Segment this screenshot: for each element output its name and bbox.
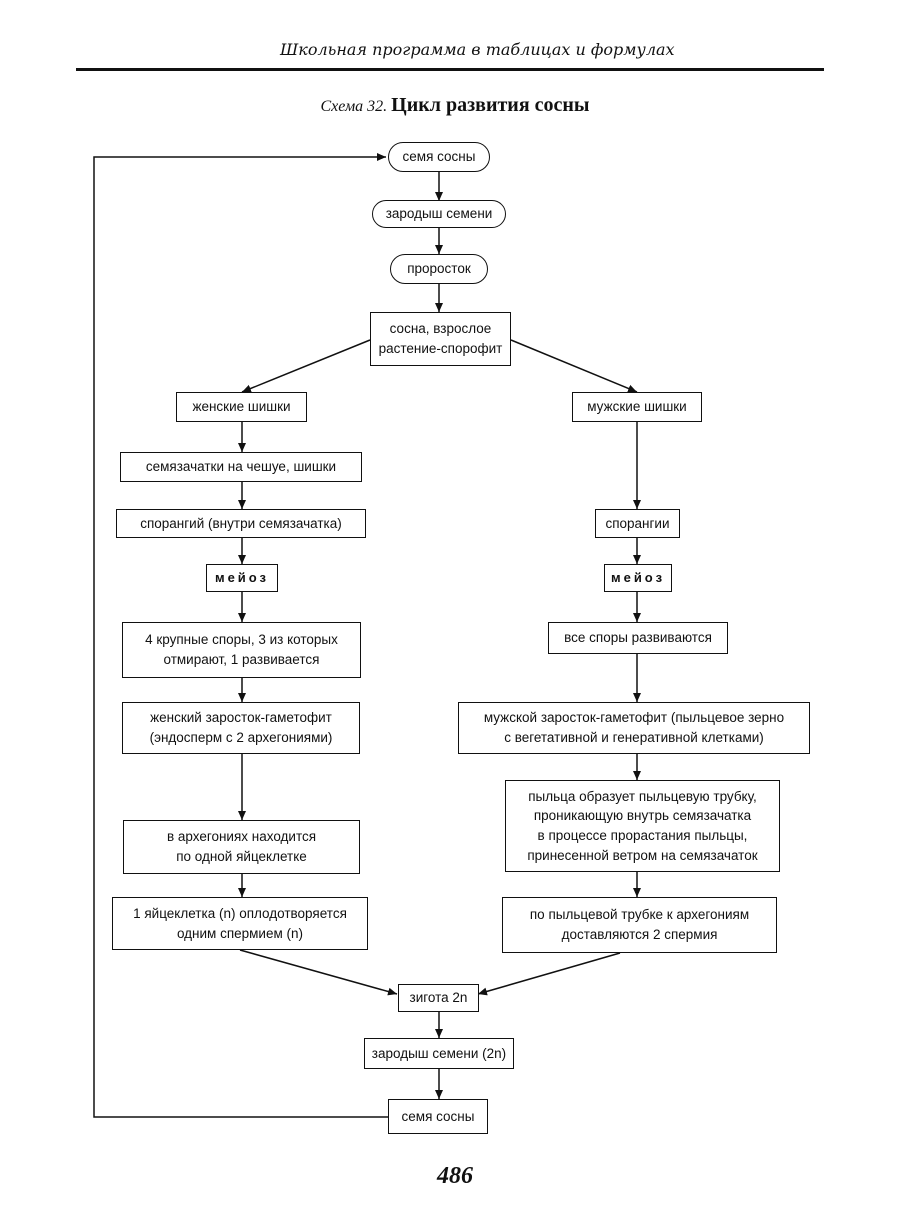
node-spores-female: 4 крупные споры, 3 из которых отмирают, … xyxy=(122,622,361,678)
scheme-heading: Схема 32. Цикл развития сосны xyxy=(0,94,910,117)
arrow-fertilization-zygote xyxy=(239,949,398,996)
node-pollen-tube: пыльца образует пыльцевую трубку, проник… xyxy=(505,780,780,872)
node-male-cones: мужские шишки xyxy=(572,392,702,422)
node-archegonia: в архегониях находится по одной яйцеклет… xyxy=(123,820,360,874)
arrow-sporophyte-female xyxy=(241,339,371,393)
running-title: Школьная программа в таблицах и формулах xyxy=(280,40,675,59)
node-gametophyte-male: мужской заросток-гаметофит (пыльцевое зе… xyxy=(458,702,810,754)
node-zygote: зигота 2n xyxy=(398,984,479,1012)
node-embryo-bottom: зародыш семени (2n) xyxy=(364,1038,514,1069)
node-gametophyte-female: женский заросток-гаметофит (эндосперм с … xyxy=(122,702,360,754)
node-sporophyte: сосна, взрослое растение-спорофит xyxy=(370,312,511,366)
node-embryo-top: зародыш семени xyxy=(372,200,506,228)
node-meiosis-male: мейоз xyxy=(604,564,672,592)
arrow-sporophyte-male xyxy=(510,339,638,393)
node-ovules: семязачатки на чешуе, шишки xyxy=(120,452,362,482)
node-meiosis-female: мейоз xyxy=(206,564,278,592)
node-sperm-delivery: по пыльцевой трубке к архегониям доставл… xyxy=(502,897,777,953)
arrow-cycle-loop xyxy=(93,153,388,1118)
node-seed-top: семя сосны xyxy=(388,142,490,172)
node-sprout: проросток xyxy=(390,254,488,284)
header-rule xyxy=(76,68,824,71)
page-number: 486 xyxy=(437,1163,473,1189)
node-female-cones: женские шишки xyxy=(176,392,307,422)
node-sporangia-male: спорангии xyxy=(595,509,680,538)
arrow-delivery-zygote xyxy=(477,952,621,996)
scheme-label: Схема 32. xyxy=(320,98,388,115)
node-sporangium-female: спорангий (внутри семязачатка) xyxy=(116,509,366,538)
node-spores-male: все споры развиваются xyxy=(548,622,728,654)
node-fertilization: 1 яйцеклетка (n) оплодотворяется одним с… xyxy=(112,897,368,950)
scheme-title: Цикл развития сосны xyxy=(391,94,590,116)
node-seed-bottom: семя сосны xyxy=(388,1099,488,1134)
